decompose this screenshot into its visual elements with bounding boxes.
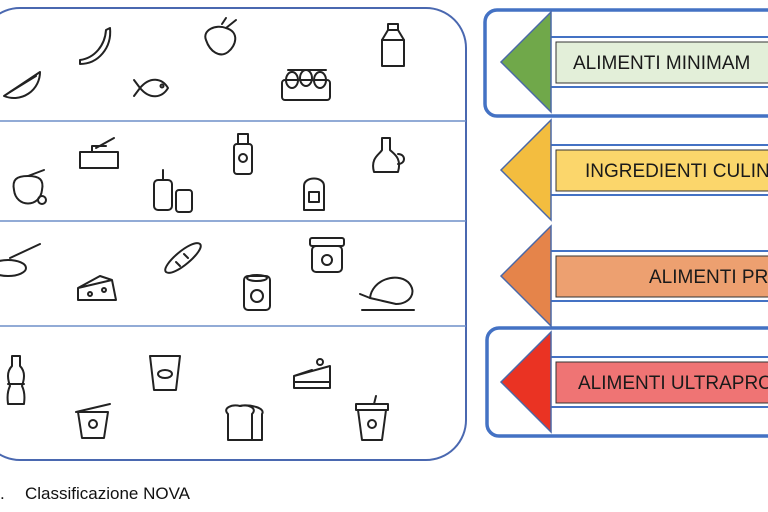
highlight-frame-ultraprocessed [485, 326, 768, 438]
drink-cup-icon [355, 395, 389, 441]
milk-carton-icon [381, 23, 405, 67]
arrow-head-culinary-ingredients [499, 118, 552, 222]
fish-icon [133, 78, 169, 98]
bread-icon [164, 242, 202, 274]
sauce-bottle-icon [233, 133, 253, 175]
cake-icon [293, 358, 331, 389]
yogurt-icon [75, 403, 111, 439]
caption-number: . [0, 484, 5, 503]
eggs-icon [281, 69, 331, 101]
oil-bottle-icon [372, 137, 405, 173]
can-icon [243, 274, 271, 311]
strawberry-icon [204, 17, 237, 56]
arrow-head-processed [499, 224, 552, 328]
condiments-icon [153, 169, 193, 213]
canned-fish-icon [0, 243, 41, 277]
label-box-culinary-ingredients [555, 149, 768, 192]
honey-icon [12, 169, 47, 205]
sliced-bread-icon [225, 404, 264, 441]
cheese-icon [77, 275, 117, 301]
category-label-processed: ALIMENTI PR [649, 267, 768, 288]
jam-jar-icon [309, 237, 345, 273]
caption-text: Classificazione NOVA [25, 484, 191, 503]
salt-shaker-icon [303, 177, 325, 211]
category-label-minimally-processed: ALIMENTI MINIMAM [573, 53, 750, 74]
category-label-ultraprocessed: ALIMENTI ULTRAPRO [578, 373, 768, 394]
soda-bottle-icon [6, 355, 26, 405]
label-box-ultraprocessed [555, 361, 768, 404]
watermelon-icon [3, 71, 41, 99]
arrow-head-minimally-processed [499, 10, 552, 114]
chips-icon [149, 355, 181, 391]
highlight-frame-minimally-processed [483, 8, 768, 118]
banana-icon [79, 27, 112, 65]
label-box-minimally-processed [555, 41, 768, 84]
category-label-culinary-ingredients: INGREDIENTI CULIN [585, 161, 768, 182]
label-box-processed [555, 255, 768, 298]
arrow-head-ultraprocessed [499, 330, 552, 434]
ham-icon [359, 276, 415, 311]
butter-icon [79, 137, 119, 169]
food-panel [0, 7, 467, 461]
